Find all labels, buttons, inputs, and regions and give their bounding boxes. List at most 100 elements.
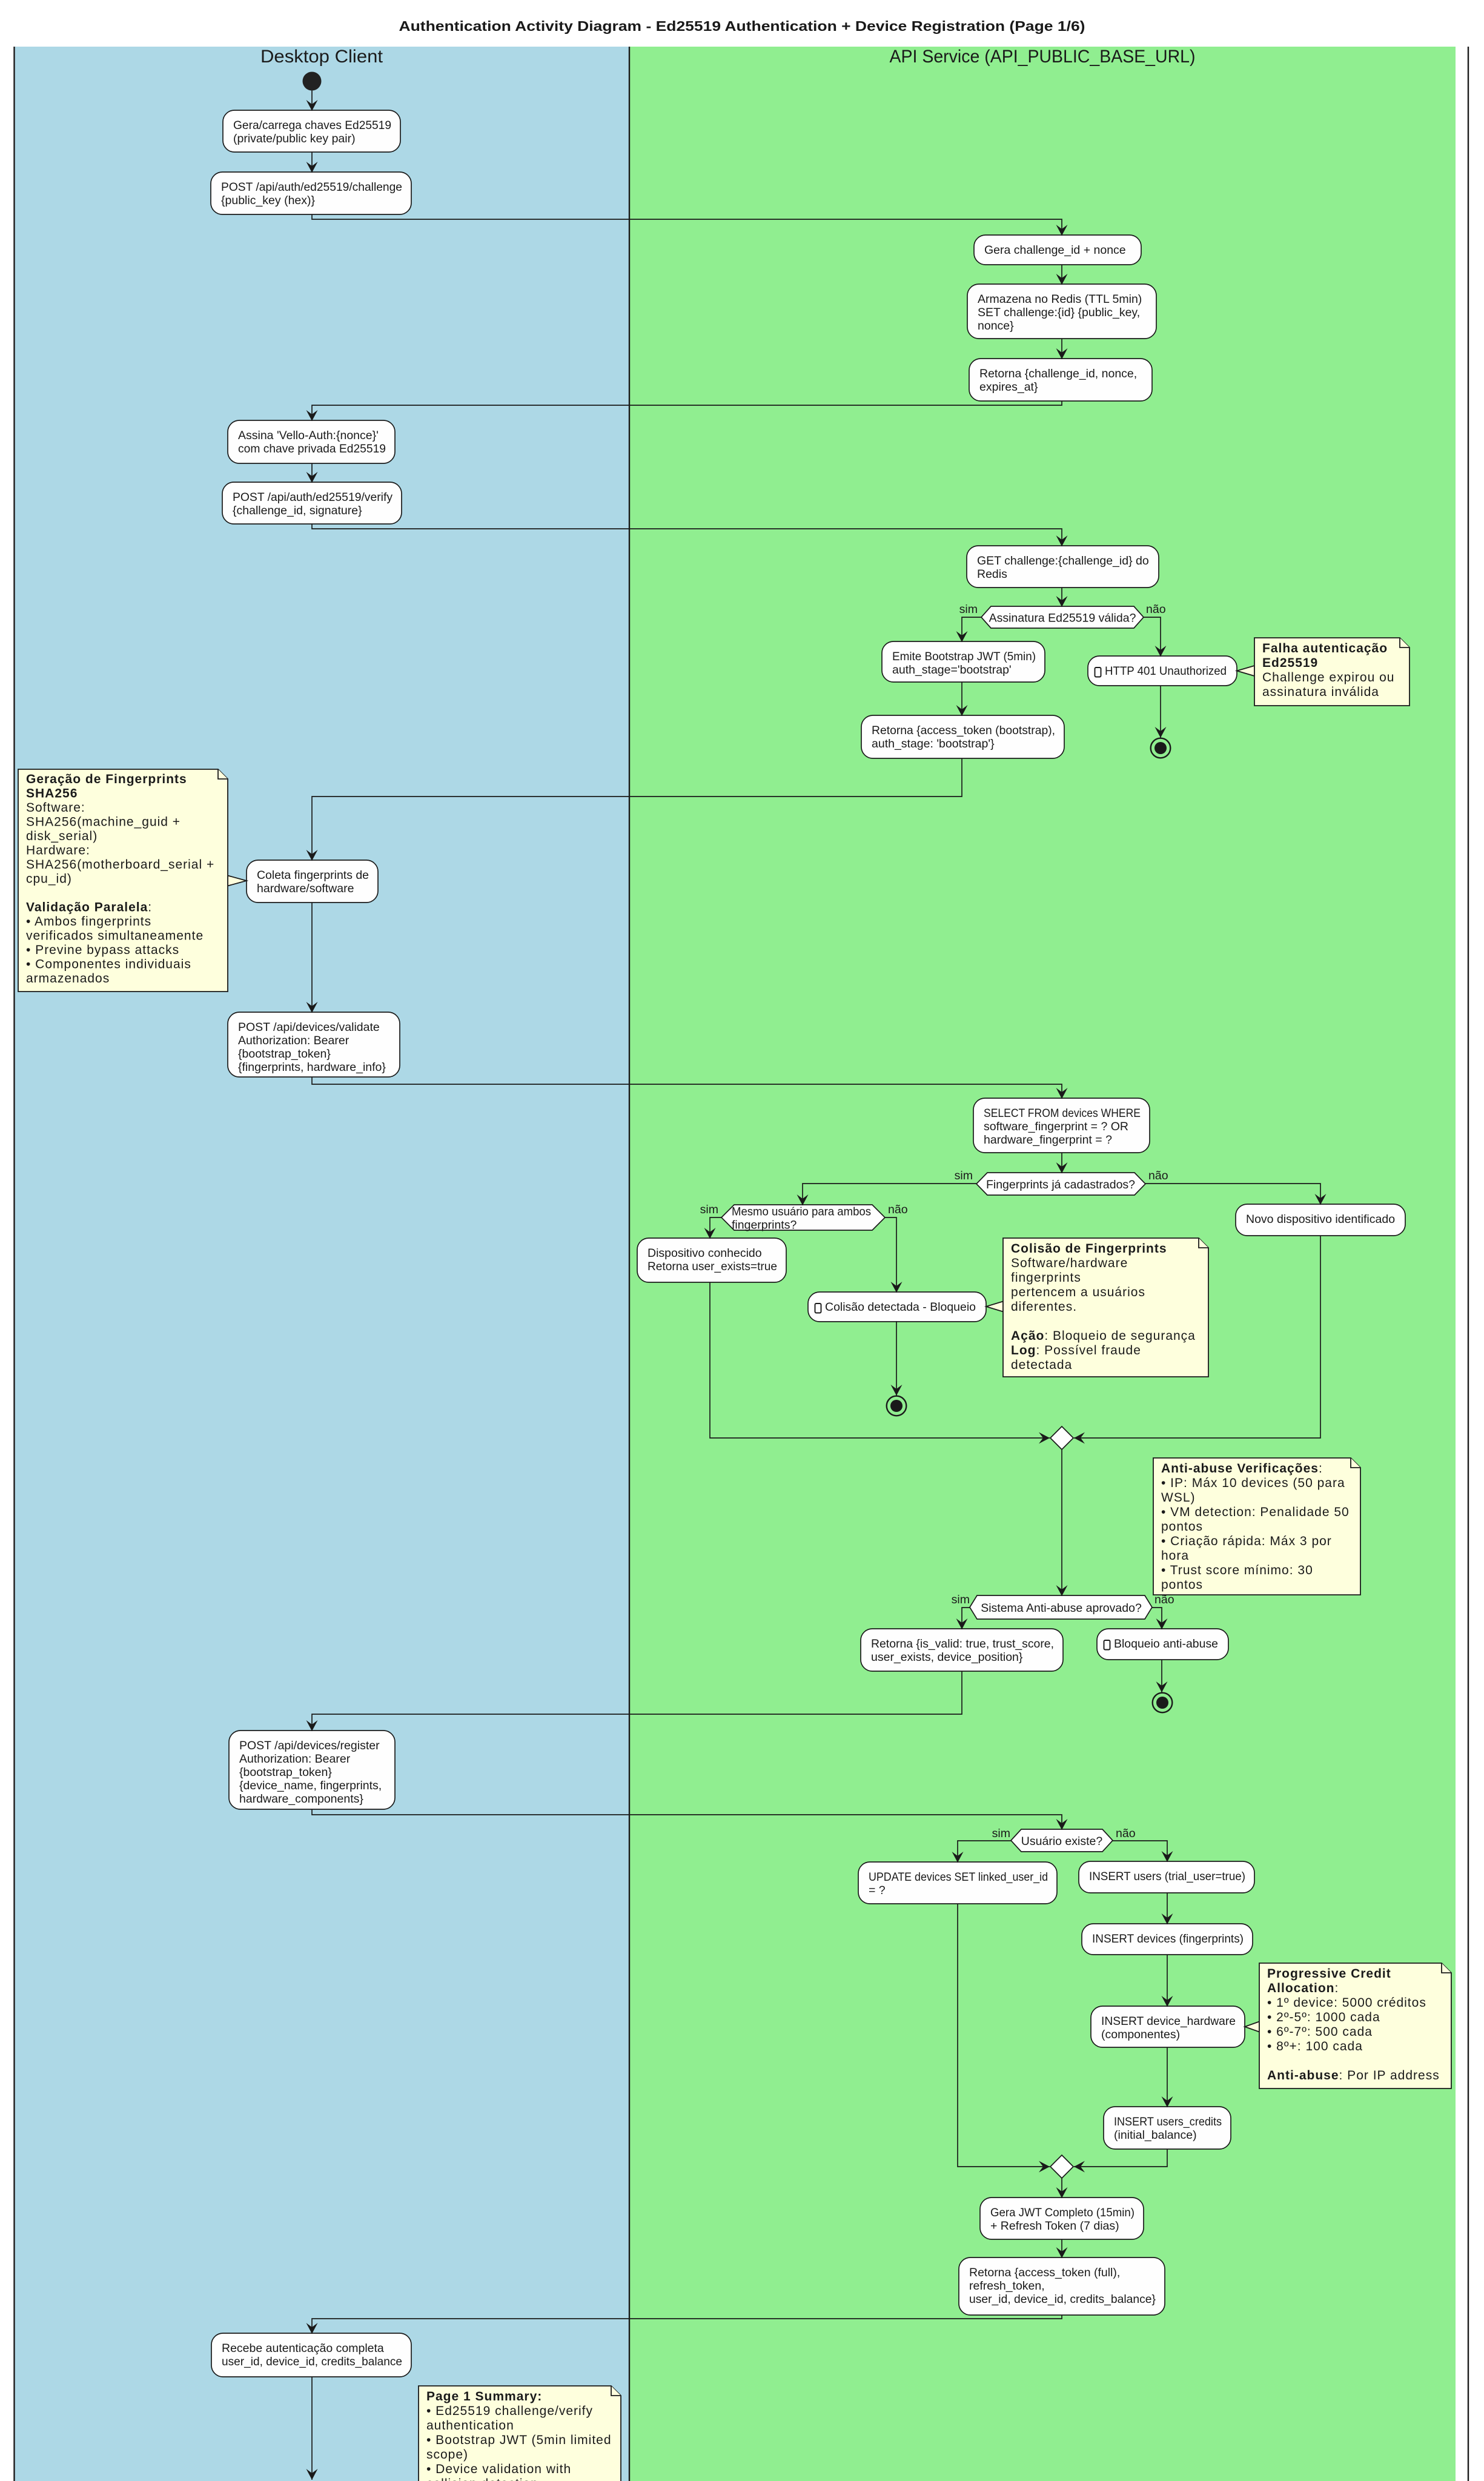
svg-text:GET challenge:{challenge_id} d: GET challenge:{challenge_id} do [977, 554, 1149, 568]
svg-text:nonce}: nonce} [978, 319, 1014, 333]
svg-text:com chave privada Ed25519: com chave privada Ed25519 [238, 442, 386, 455]
svg-text:Fingerprints já cadastrados?: Fingerprints já cadastrados? [986, 1178, 1135, 1191]
svg-text:Authorization: Bearer: Authorization: Bearer [238, 1034, 349, 1047]
svg-text:INSERT devices (fingerprints): INSERT devices (fingerprints) [1092, 1932, 1244, 1946]
svg-text:user_id, device_id, credits_ba: user_id, device_id, credits_balance [222, 2355, 402, 2368]
svg-text:Falha autenticação: Falha autenticação [1262, 641, 1388, 655]
svg-text:Novo dispositivo identificado: Novo dispositivo identificado [1246, 1213, 1395, 1226]
svg-text:disk_serial): disk_serial) [26, 829, 98, 843]
svg-text:= ?: = ? [869, 1884, 886, 1897]
svg-text:collision detection: collision detection [426, 2477, 538, 2481]
svg-text:Authentication Activity Diagra: Authentication Activity Diagram - Ed2551… [399, 18, 1085, 34]
svg-text:SHA256(machine_guid +: SHA256(machine_guid + [26, 815, 181, 829]
svg-text:Mesmo usuário para ambos: Mesmo usuário para ambos [732, 1205, 871, 1219]
svg-text:scope): scope) [426, 2448, 468, 2462]
svg-text:software_fingerprint = ? OR: software_fingerprint = ? OR [984, 1120, 1128, 1133]
svg-text:pontos: pontos [1161, 1520, 1203, 1534]
svg-text:SHA256(motherboard_serial +: SHA256(motherboard_serial + [26, 858, 214, 872]
svg-text:• Previne bypass attacks: • Previne bypass attacks [26, 943, 179, 957]
svg-text:Allocation:: Allocation: [1267, 1981, 1339, 1995]
svg-text:SET challenge:{id} {public_key: SET challenge:{id} {public_key, [978, 306, 1140, 319]
svg-text:• Ed25519 challenge/verify: • Ed25519 challenge/verify [426, 2404, 593, 2418]
svg-text:Authorization: Bearer: Authorization: Bearer [239, 1752, 351, 1766]
svg-text:Coleta fingerprints de: Coleta fingerprints de [257, 869, 369, 882]
svg-text:hardware_fingerprint = ?: hardware_fingerprint = ? [984, 1133, 1112, 1147]
svg-text:(private/public key pair): (private/public key pair) [233, 132, 356, 145]
svg-text:Validação Paralela:: Validação Paralela: [26, 901, 152, 915]
svg-text:Hardware:: Hardware: [26, 844, 90, 858]
svg-text:Gera JWT Completo (15min): Gera JWT Completo (15min) [990, 2206, 1135, 2219]
svg-text:verificados simultaneamente: verificados simultaneamente [26, 929, 204, 943]
svg-text:(initial_balance): (initial_balance) [1114, 2128, 1197, 2142]
svg-text:INSERT device_hardware: INSERT device_hardware [1101, 2015, 1236, 2028]
svg-text:UPDATE devices SET linked_user: UPDATE devices SET linked_user_id [869, 1870, 1048, 1884]
svg-text:POST /api/devices/validate: POST /api/devices/validate [238, 1021, 380, 1034]
svg-text:• 8º+: 100 cada: • 8º+: 100 cada [1267, 2039, 1363, 2053]
svg-text:Retorna {access_token (full),: Retorna {access_token (full), [969, 2266, 1120, 2279]
svg-text:• Componentes individuais: • Componentes individuais [26, 958, 191, 972]
svg-text:Dispositivo conhecido: Dispositivo conhecido [648, 1247, 762, 1260]
svg-text:{public_key (hex)}: {public_key (hex)} [221, 194, 315, 207]
svg-text:hardware_components}: hardware_components} [239, 1792, 363, 1806]
svg-text:não: não [1116, 1827, 1136, 1840]
svg-text:HTTP 401 Unauthorized: HTTP 401 Unauthorized [1105, 664, 1227, 678]
svg-text:pontos: pontos [1161, 1578, 1203, 1592]
svg-text:hardware/software: hardware/software [257, 882, 354, 895]
svg-text:user_exists, device_position}: user_exists, device_position} [871, 1651, 1023, 1664]
svg-text:fingerprints?: fingerprints? [732, 1219, 797, 1232]
svg-text:Progressive Credit: Progressive Credit [1267, 1967, 1391, 1981]
svg-text:• VM detection: Penalidade 50: • VM detection: Penalidade 50 [1161, 1505, 1350, 1519]
svg-text:Recebe autenticação completa: Recebe autenticação completa [222, 2342, 384, 2355]
svg-text:POST /api/auth/ed25519/verify: POST /api/auth/ed25519/verify [233, 491, 393, 504]
svg-text:user_id, device_id, credits_ba: user_id, device_id, credits_balance} [969, 2293, 1156, 2306]
svg-text:refresh_token,: refresh_token, [969, 2279, 1045, 2293]
svg-text:sim: sim [700, 1203, 718, 1216]
svg-text:Gera challenge_id + nonce: Gera challenge_id + nonce [984, 243, 1126, 257]
svg-text:• 6º-7º: 500 cada: • 6º-7º: 500 cada [1267, 2025, 1373, 2039]
svg-text:{challenge_id, signature}: {challenge_id, signature} [233, 504, 362, 517]
svg-text:pertencem a usuários: pertencem a usuários [1011, 1285, 1145, 1299]
svg-text:• IP: Máx 10 devices (50 para: • IP: Máx 10 devices (50 para [1161, 1476, 1345, 1490]
svg-text:diferentes.: diferentes. [1011, 1300, 1077, 1314]
svg-text:Retorna {is_valid: true, trust: Retorna {is_valid: true, trust_score, [871, 1637, 1054, 1651]
svg-text:Desktop Client: Desktop Client [260, 47, 383, 67]
svg-text:Retorna {challenge_id, nonce,: Retorna {challenge_id, nonce, [979, 367, 1137, 380]
svg-text:sim: sim [959, 603, 978, 616]
svg-text:Armazena no Redis (TTL 5min): Armazena no Redis (TTL 5min) [978, 293, 1142, 306]
svg-text:sim: sim [952, 1593, 970, 1606]
svg-text:Assina 'Vello-Auth:{nonce}': Assina 'Vello-Auth:{nonce}' [238, 429, 379, 442]
svg-text:• Trust score mínimo: 30: • Trust score mínimo: 30 [1161, 1563, 1313, 1577]
svg-text:Geração de Fingerprints: Geração de Fingerprints [26, 772, 187, 786]
svg-text:Emite Bootstrap JWT (5min): Emite Bootstrap JWT (5min) [892, 650, 1036, 663]
svg-text:• Device validation with: • Device validation with [426, 2462, 571, 2476]
svg-text:Software:: Software: [26, 801, 85, 815]
svg-text:Challenge expirou ou: Challenge expirou ou [1262, 671, 1394, 684]
svg-text:INSERT users_credits: INSERT users_credits [1114, 2115, 1222, 2128]
svg-text:Sistema Anti-abuse aprovado?: Sistema Anti-abuse aprovado? [981, 1602, 1142, 1615]
svg-text:• Bootstrap JWT (5min limited: • Bootstrap JWT (5min limited [426, 2433, 612, 2447]
svg-text:(componentes): (componentes) [1101, 2028, 1180, 2041]
svg-text:Bloqueio anti-abuse: Bloqueio anti-abuse [1114, 1637, 1218, 1651]
svg-text:Anti-abuse Verificações:: Anti-abuse Verificações: [1161, 1462, 1323, 1476]
svg-text:expires_at}: expires_at} [979, 380, 1038, 394]
svg-text:Retorna {access_token (bootstr: Retorna {access_token (bootstrap), [872, 724, 1055, 737]
svg-text:Colisão detectada - Bloqueio: Colisão detectada - Bloqueio [825, 1300, 976, 1314]
svg-text:{fingerprints, hardware_info}: {fingerprints, hardware_info} [238, 1061, 386, 1074]
svg-text:• 2º-5º: 1000 cada: • 2º-5º: 1000 cada [1267, 2010, 1380, 2024]
svg-text:{bootstrap_token}: {bootstrap_token} [238, 1047, 331, 1061]
svg-text:• Criação rápida: Máx 3 por: • Criação rápida: Máx 3 por [1161, 1534, 1332, 1548]
svg-text:SELECT FROM devices WHERE: SELECT FROM devices WHERE [984, 1107, 1141, 1120]
svg-text:auth_stage='bootstrap': auth_stage='bootstrap' [892, 663, 1012, 677]
svg-text:Usuário existe?: Usuário existe? [1021, 1835, 1103, 1848]
svg-text:POST /api/devices/register: POST /api/devices/register [239, 1739, 380, 1752]
svg-text:WSL): WSL) [1161, 1491, 1196, 1505]
svg-text:não: não [1148, 1169, 1168, 1182]
svg-text:armazenados: armazenados [26, 972, 110, 985]
svg-text:+ Refresh Token (7 dias): + Refresh Token (7 dias) [990, 2219, 1119, 2233]
svg-text:SHA256: SHA256 [26, 787, 78, 801]
svg-text:não: não [1154, 1593, 1174, 1606]
svg-text:Log: Possível fraude: Log: Possível fraude [1011, 1343, 1141, 1357]
svg-text:cpu_id): cpu_id) [26, 872, 72, 886]
svg-text:Assinatura Ed25519 válida?: Assinatura Ed25519 válida? [989, 612, 1136, 625]
svg-text:Ação: Bloqueio de segurança: Ação: Bloqueio de segurança [1011, 1329, 1196, 1343]
